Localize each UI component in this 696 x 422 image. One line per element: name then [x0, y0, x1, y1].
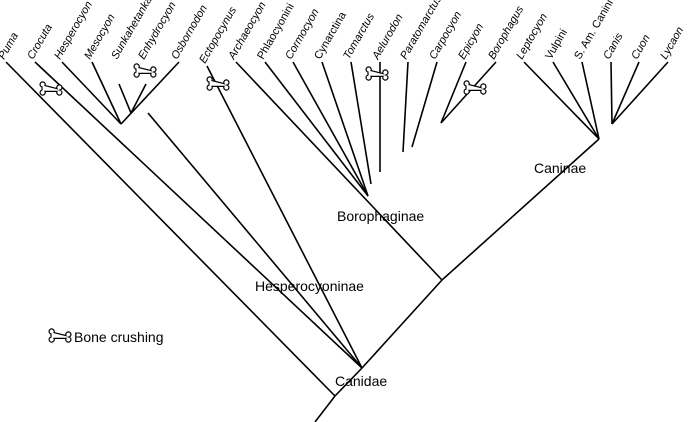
branch-24 [552, 61, 600, 140]
branch-15 [292, 61, 369, 197]
bone-icon [365, 66, 389, 81]
bone-icon [206, 76, 230, 91]
bone-shape [39, 81, 63, 96]
branch-28 [611, 61, 669, 125]
branch-6 [91, 61, 122, 125]
branch-16 [321, 61, 369, 197]
branch-25 [581, 61, 600, 140]
branch-17 [350, 61, 372, 185]
branch-7 [120, 61, 180, 125]
taxon-label-cuon: Cuon [629, 33, 653, 62]
group-label-borophaginae: Borophaginae [337, 208, 424, 224]
taxon-label-lycaon: Lycaon [658, 25, 686, 62]
branch-26 [610, 61, 613, 125]
branch-9 [130, 83, 147, 114]
branch-8 [118, 83, 132, 114]
branch-27 [611, 61, 640, 125]
group-label-caninae: Caninae [534, 160, 586, 176]
branch-10 [206, 65, 363, 369]
bone-shape [48, 328, 72, 343]
group-label-hesperocyoninae: Hesperocyoninae [255, 278, 364, 294]
bone-icon [39, 81, 63, 96]
bone-icon [463, 80, 487, 95]
branch-11 [361, 279, 443, 369]
bone-icon [133, 63, 157, 78]
taxon-label-crocuta: Crocuta [25, 22, 55, 61]
bone-shape [133, 63, 157, 78]
legend: Bone crushing [48, 328, 164, 345]
bone-shape [365, 66, 389, 81]
taxon-label-puma: Puma [0, 31, 21, 62]
branch-19 [402, 61, 409, 153]
bone-shape [463, 80, 487, 95]
taxon-label-canis: Canis [601, 31, 626, 62]
branch-5 [61, 61, 122, 125]
branch-13 [441, 138, 600, 281]
branch-3 [34, 61, 363, 369]
branch-4 [147, 112, 363, 369]
branch-21 [440, 61, 467, 124]
branch-23 [523, 61, 600, 140]
bone-markers [39, 63, 487, 96]
branch-12 [235, 61, 443, 281]
tree-branches [5, 61, 669, 422]
branch-1 [5, 61, 336, 397]
legend-label: Bone crushing [74, 329, 164, 345]
bone-icon [48, 328, 72, 343]
branch-2 [334, 367, 363, 397]
bone-shape [206, 76, 230, 91]
group-label-canidae: Canidae [335, 373, 387, 389]
branch-20 [411, 61, 438, 148]
branch-14 [264, 61, 369, 197]
taxon-label-vulpini: Vulpini [543, 27, 570, 61]
branch-0 [314, 395, 336, 422]
taxon-label-epicyon: Epicyon [456, 22, 486, 62]
